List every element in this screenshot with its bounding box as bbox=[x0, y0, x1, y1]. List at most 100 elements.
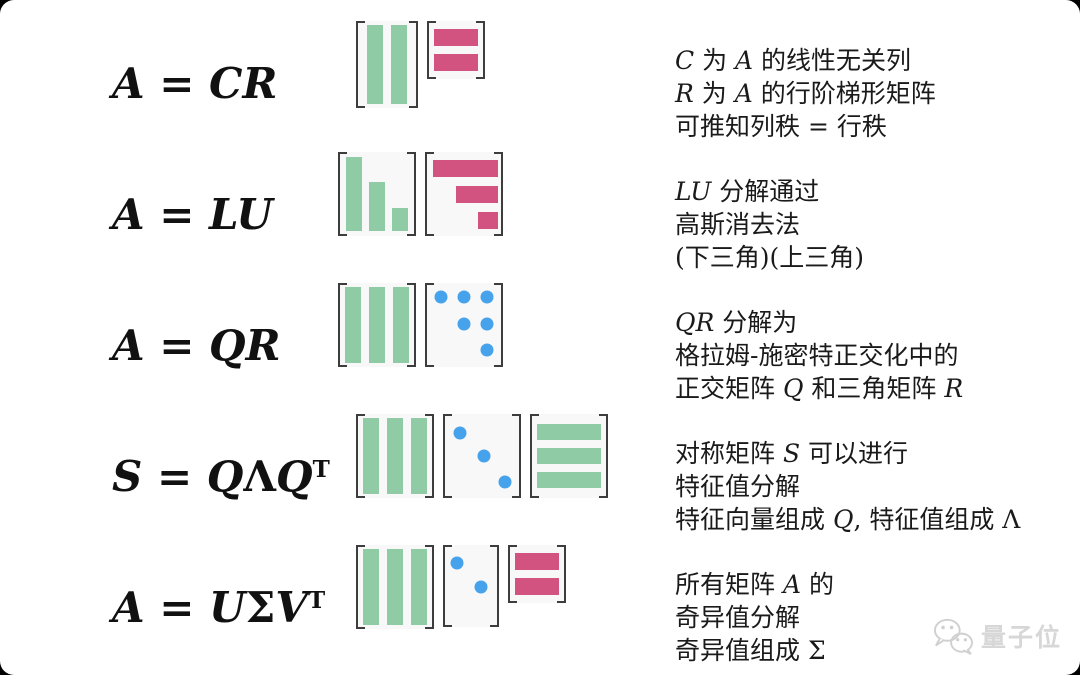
matrix-bar bbox=[537, 472, 601, 488]
watermark: 量子位 bbox=[931, 617, 1062, 655]
matrix-content bbox=[356, 21, 418, 108]
description-text: 的 bbox=[801, 570, 834, 599]
math-symbol: A bbox=[735, 46, 754, 75]
formula-segment: S bbox=[112, 452, 143, 501]
diagram bbox=[338, 18, 675, 149]
description-line: 高斯消去法 bbox=[675, 208, 1080, 241]
formula: A = CR bbox=[112, 59, 277, 108]
formula-segment: = bbox=[142, 452, 207, 501]
description-text: 可以进行 bbox=[800, 439, 909, 468]
matrix-content bbox=[356, 414, 434, 498]
diagram bbox=[338, 542, 675, 673]
math-symbol: Q bbox=[832, 505, 854, 534]
matrix-q bbox=[356, 414, 434, 498]
formula: S = QΛQT bbox=[112, 452, 330, 501]
matrix-bar bbox=[391, 25, 407, 104]
matrix-r bbox=[427, 21, 485, 79]
matrix-content bbox=[530, 414, 608, 498]
description-text: 的行阶梯形矩阵 bbox=[752, 79, 936, 108]
matrix-dot bbox=[480, 317, 494, 331]
description-line: 特征值分解 bbox=[675, 470, 1080, 503]
description-line: QR 分解为 bbox=[675, 306, 1080, 339]
description-text: 所有矩阵 bbox=[675, 570, 783, 599]
description: 所有矩阵 A 的奇异值分解奇异值组成 Σ bbox=[675, 542, 1080, 673]
matrix-dot bbox=[474, 580, 488, 594]
matrix-dot bbox=[453, 426, 467, 440]
formula-segment: LU bbox=[209, 190, 273, 239]
description-line: R 为 A 的行阶梯形矩阵 bbox=[675, 77, 1080, 110]
description-text: 特征向量组成 bbox=[675, 505, 833, 534]
description-text: 奇异值组成 Σ bbox=[675, 636, 826, 665]
description-text: 分解通过 bbox=[711, 177, 820, 206]
formula-segment: = bbox=[144, 583, 210, 632]
formula-segment: T bbox=[312, 455, 330, 483]
description: LU 分解通过高斯消去法(下三角)(上三角) bbox=[675, 149, 1080, 280]
matrix-bar bbox=[392, 208, 408, 231]
matrix-dot bbox=[457, 290, 471, 304]
matrix-bar bbox=[411, 549, 427, 625]
factorization-row: A = UΣVT 所有矩阵 A 的奇异值分解奇异值组成 Σ bbox=[0, 542, 1080, 673]
matrix-q bbox=[338, 283, 416, 367]
formula: A = UΣVT bbox=[112, 583, 325, 632]
wechat-icon bbox=[933, 618, 973, 655]
matrix-bar bbox=[387, 418, 403, 494]
math-symbol: C bbox=[675, 46, 695, 75]
formula: A = LU bbox=[112, 190, 273, 239]
matrix-content bbox=[338, 283, 416, 367]
matrix-dot bbox=[480, 290, 494, 304]
matrix-bar bbox=[411, 418, 427, 494]
description-line: LU 分解通过 bbox=[675, 175, 1080, 208]
matrix-bar bbox=[515, 553, 559, 570]
formula-segment: Λ bbox=[243, 452, 276, 501]
matrix-content bbox=[443, 545, 499, 627]
matrix-r bbox=[425, 283, 503, 367]
math-symbol: A bbox=[734, 79, 753, 108]
description-text: 可推知列秩 = 行秩 bbox=[675, 112, 887, 141]
matrix-u bbox=[425, 152, 503, 236]
formula-segment: = bbox=[144, 321, 210, 370]
matrix-content bbox=[356, 545, 434, 629]
math-symbol: A bbox=[782, 570, 802, 599]
matrix-content bbox=[427, 21, 485, 79]
matrix-bar bbox=[363, 549, 379, 625]
matrix-bar bbox=[363, 418, 379, 494]
description-text: , 特征值组成 Λ bbox=[853, 505, 1021, 534]
matrix-dot bbox=[498, 475, 512, 489]
description-line: C 为 A 的线性无关列 bbox=[675, 44, 1080, 77]
matrix-bar bbox=[515, 578, 559, 595]
formula-segment: QR bbox=[209, 321, 281, 370]
description-line: (下三角)(上三角) bbox=[675, 241, 1080, 274]
formula-segment: U bbox=[209, 583, 246, 632]
matrix-dot bbox=[477, 449, 491, 463]
diagram bbox=[338, 280, 675, 411]
matrix-bar bbox=[477, 211, 498, 229]
description-line: 正交矩阵 Q 和三角矩阵 R bbox=[675, 372, 1080, 405]
matrix-bar bbox=[346, 157, 362, 231]
description-text: (下三角)(上三角) bbox=[675, 243, 865, 272]
description-line: 可推知列秩 = 行秩 bbox=[675, 110, 1080, 143]
description-text: 为 bbox=[693, 79, 735, 108]
description-line: 对称矩阵 S 可以进行 bbox=[675, 437, 1080, 470]
formula-segment: T bbox=[307, 586, 326, 614]
matrix-qt bbox=[530, 414, 608, 498]
matrix-vt bbox=[508, 545, 566, 603]
matrix-bar bbox=[434, 29, 478, 46]
description-text: 正交矩阵 bbox=[675, 374, 783, 403]
matrix-bar bbox=[367, 25, 383, 104]
matrix-bar bbox=[434, 54, 478, 71]
diagram bbox=[338, 149, 675, 280]
description-line: 格拉姆-施密特正交化中的 bbox=[675, 339, 1080, 372]
matrix-c bbox=[356, 21, 418, 108]
matrix-content bbox=[338, 152, 416, 236]
description-text: 和三角矩阵 bbox=[803, 374, 945, 403]
description-text: 为 bbox=[694, 46, 736, 75]
matrix-bar bbox=[387, 549, 403, 625]
formula-segment: Σ bbox=[245, 583, 276, 632]
watermark-label: 量子位 bbox=[980, 623, 1062, 652]
formula: A = QR bbox=[112, 321, 281, 370]
description-line: 奇异值分解 bbox=[675, 601, 1080, 634]
formula-segment: A bbox=[112, 59, 145, 108]
formula-segment: Q bbox=[206, 452, 244, 501]
description-line: 所有矩阵 A 的 bbox=[675, 568, 1080, 601]
